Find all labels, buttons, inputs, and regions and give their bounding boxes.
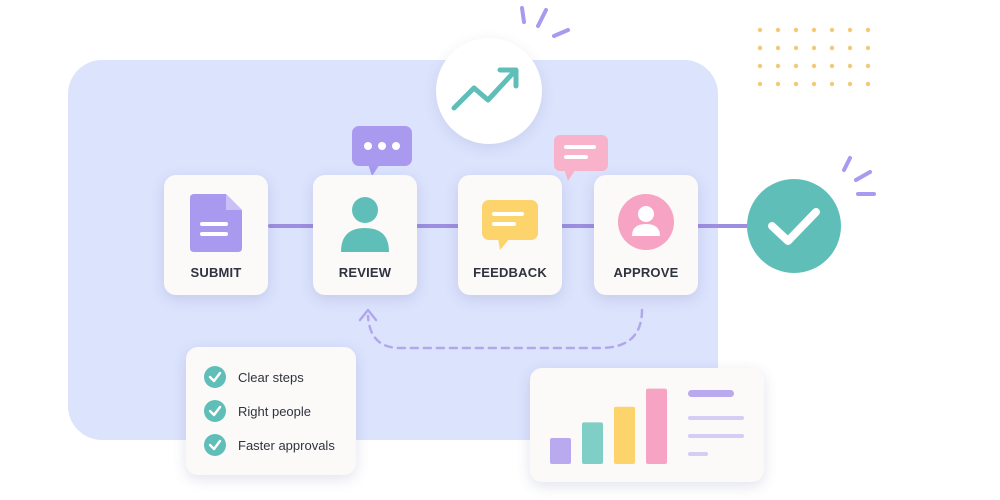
loop-arrow-icon [358,308,644,350]
step-label: APPROVE [613,265,679,280]
checklist-item: Right people [204,399,311,423]
checklist-item: Clear steps [204,365,304,389]
connector-submit-review [268,224,316,228]
step-card-approve: APPROVE [594,175,698,295]
step-card-submit: SUBMIT [164,175,268,295]
check-circle-icon [747,179,841,273]
bar-1 [550,438,571,464]
step-label: REVIEW [338,265,392,280]
checklist-item: Faster approvals [204,433,335,457]
checklist-item-label: Right people [238,403,311,419]
step-label: FEEDBACK [473,265,547,280]
message-icon [482,200,538,250]
user-circle-icon [618,194,674,250]
bar-4 [646,388,667,464]
bar-chart [550,388,667,464]
bar-3 [614,406,635,464]
trend-up-icon [451,67,519,111]
chat-dots-icon [352,126,412,176]
legend-lines-decoration [688,390,744,456]
step-card-review: REVIEW [313,175,417,295]
chat-lines-icon [554,135,608,181]
document-icon [190,194,242,252]
benefits-checklist: Clear steps Right people Faster approval… [186,347,356,475]
connector-approve-done [696,224,752,228]
sparkle-decoration [520,6,570,38]
sparkle-decoration-right [842,156,876,196]
checklist-item-label: Faster approvals [238,437,335,453]
checklist-item-label: Clear steps [238,369,304,385]
check-icon [204,366,226,388]
check-icon [204,434,226,456]
chart-card [530,368,764,482]
step-card-feedback: FEEDBACK [458,175,562,295]
connector-review-feedback [416,224,460,228]
step-label: SUBMIT [190,265,242,280]
dot-grid-decoration [757,27,871,87]
user-icon [341,197,389,252]
connector-feedback-approve [560,224,596,228]
bar-2 [582,422,603,464]
trend-badge [436,38,542,144]
check-icon [204,400,226,422]
